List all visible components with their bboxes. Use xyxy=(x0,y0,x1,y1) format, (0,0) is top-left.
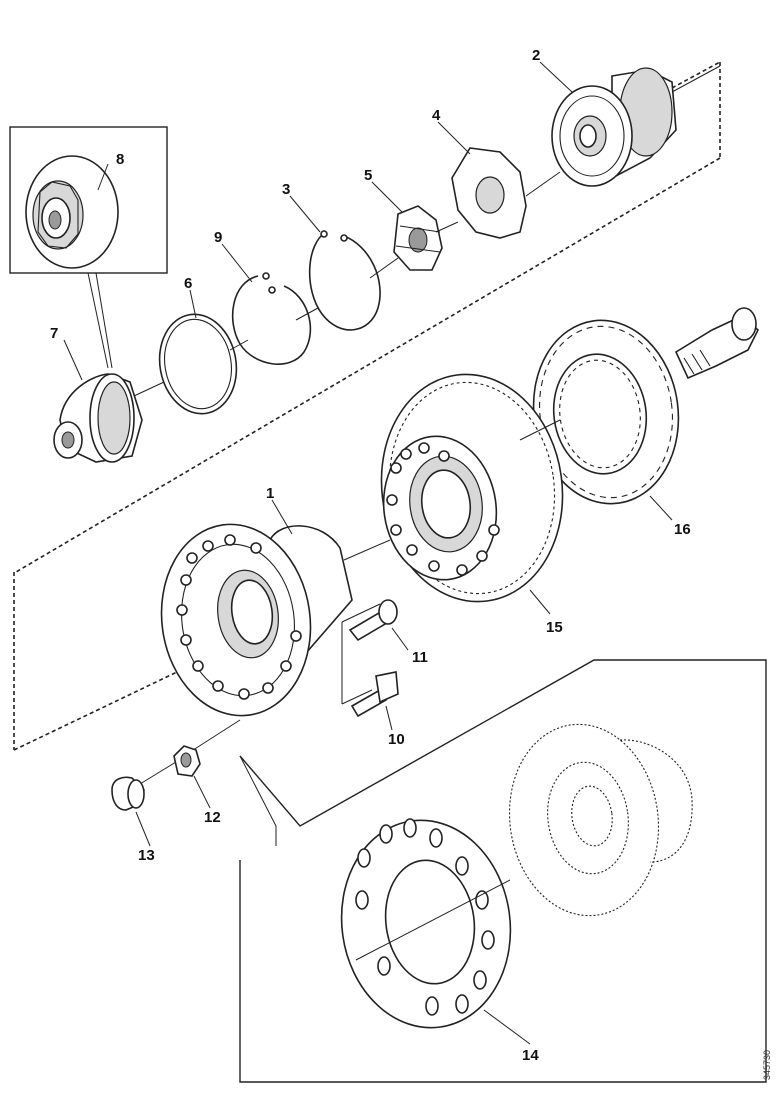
circlip-part-3 xyxy=(308,230,381,331)
label-6: 6 xyxy=(184,275,192,292)
label-4: 4 xyxy=(432,107,441,124)
label-1: 1 xyxy=(266,485,274,502)
cap-nut-part-13 xyxy=(111,776,145,811)
label-13: 13 xyxy=(138,847,155,864)
axle-stud xyxy=(674,307,759,380)
nut-part-12 xyxy=(173,745,201,777)
hub-detail-dotted xyxy=(508,723,693,917)
o-ring-part-6 xyxy=(158,313,238,415)
wheel-hub-part-1 xyxy=(160,523,353,717)
lower-axis-lines xyxy=(139,419,561,785)
hub-cap-part-7 xyxy=(53,373,143,463)
label-8: 8 xyxy=(116,151,124,168)
hub-nut-part-5 xyxy=(393,205,443,271)
lock-washer-part-4 xyxy=(451,147,527,239)
bolt-part-10 xyxy=(350,671,399,718)
document-id: 345730 xyxy=(762,1050,772,1080)
label-14: 14 xyxy=(522,1047,539,1064)
label-10: 10 xyxy=(388,731,405,748)
spacer-ring-part-14 xyxy=(340,818,512,1029)
label-12: 12 xyxy=(204,809,221,826)
label-15: 15 xyxy=(546,619,563,636)
snap-ring-part-9 xyxy=(231,272,312,365)
label-9: 9 xyxy=(214,229,222,246)
disc-bolt-holes xyxy=(386,442,500,576)
label-leaders xyxy=(63,61,673,1045)
hub-bolt-holes xyxy=(176,534,302,700)
label-7: 7 xyxy=(50,325,58,342)
wheel-stud-part-11 xyxy=(348,599,398,642)
bearing-unit-part-2 xyxy=(551,65,721,187)
abs-tone-ring-part-16 xyxy=(532,319,680,505)
wheel-nut-cap-detail xyxy=(25,155,119,269)
part-labels: 2 4 5 3 9 6 7 8 1 15 16 11 10 12 13 14 xyxy=(50,47,691,1064)
label-16: 16 xyxy=(674,521,691,538)
detail-inset-top xyxy=(9,126,168,369)
label-11: 11 xyxy=(412,649,428,666)
label-5: 5 xyxy=(364,167,372,184)
label-2: 2 xyxy=(532,47,540,64)
upper-axis-lines xyxy=(133,171,561,397)
spacer-holes xyxy=(355,818,495,1016)
brake-disc-part-15 xyxy=(380,373,564,603)
detail-inset-bottom xyxy=(239,659,767,1083)
label-3: 3 xyxy=(282,181,290,198)
